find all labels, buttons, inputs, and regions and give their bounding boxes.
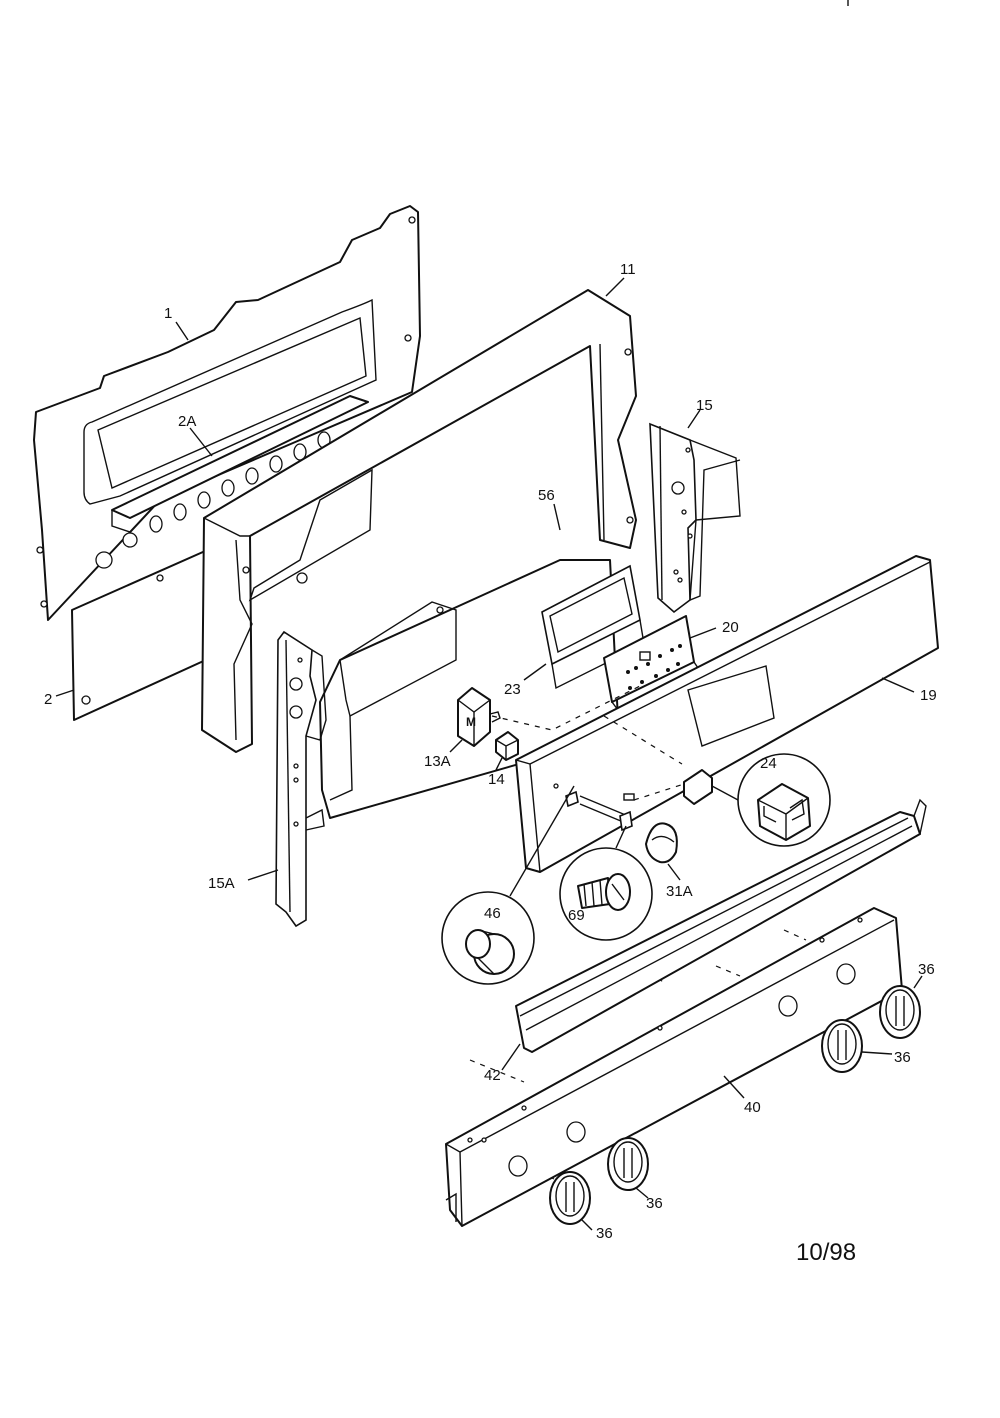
callout-40: 40 — [744, 1099, 761, 1116]
part-42-front-trim — [515, 798, 927, 1053]
knob-36-a — [549, 1171, 591, 1225]
part-14-switch — [495, 731, 519, 761]
knob-36-c — [821, 1019, 863, 1073]
part-11-backguard-frame — [201, 289, 637, 753]
leader-lines — [55, 277, 923, 1231]
callout-11: 11 — [620, 261, 636, 278]
part-31a-knob-cap — [645, 822, 678, 864]
callout-2a: 2A — [178, 413, 196, 430]
callout-19: 19 — [920, 687, 937, 704]
callout-13a: 13A — [424, 753, 451, 770]
callout-24: 24 — [760, 755, 777, 772]
part-15a-left-bracket — [275, 630, 327, 928]
part-20-electronic-control — [603, 615, 700, 711]
callout-15a: 15A — [208, 875, 235, 892]
glyph-m: M — [466, 715, 476, 729]
callout-31a: 31A — [666, 883, 693, 900]
callout-23: 23 — [504, 681, 521, 698]
callout-36-d: 36 — [918, 961, 935, 978]
date-code: 10/98 — [796, 1239, 856, 1266]
part-13a-component: M — [457, 687, 501, 747]
detail-69-screw — [559, 825, 653, 941]
callout-36-a: 36 — [596, 1225, 613, 1242]
knob-36-b — [607, 1137, 649, 1191]
panel-fasteners — [553, 769, 713, 832]
part-23-mounting-bracket — [541, 564, 645, 690]
callout-46: 46 — [484, 905, 501, 922]
callout-69: 69 — [568, 907, 585, 924]
callout-42: 42 — [484, 1067, 501, 1084]
callout-20: 20 — [722, 619, 739, 636]
callout-labels: 1 2A 2 11 15 56 20 23 19 13A 14 24 15A 3… — [44, 261, 937, 1242]
part-15-right-bracket — [649, 422, 741, 614]
part-2a-heat-shield — [111, 395, 369, 533]
callout-36-c: 36 — [894, 1049, 911, 1066]
callout-56: 56 — [538, 487, 555, 504]
callout-2: 2 — [44, 691, 52, 708]
callout-1: 1 — [164, 305, 172, 322]
callout-14: 14 — [488, 771, 505, 788]
knob-36-d — [879, 985, 921, 1039]
detail-46-bushing — [441, 785, 575, 985]
detail-24-rocker-switch — [711, 753, 831, 847]
callout-36-b: 36 — [646, 1195, 663, 1212]
callout-15: 15 — [696, 397, 713, 414]
